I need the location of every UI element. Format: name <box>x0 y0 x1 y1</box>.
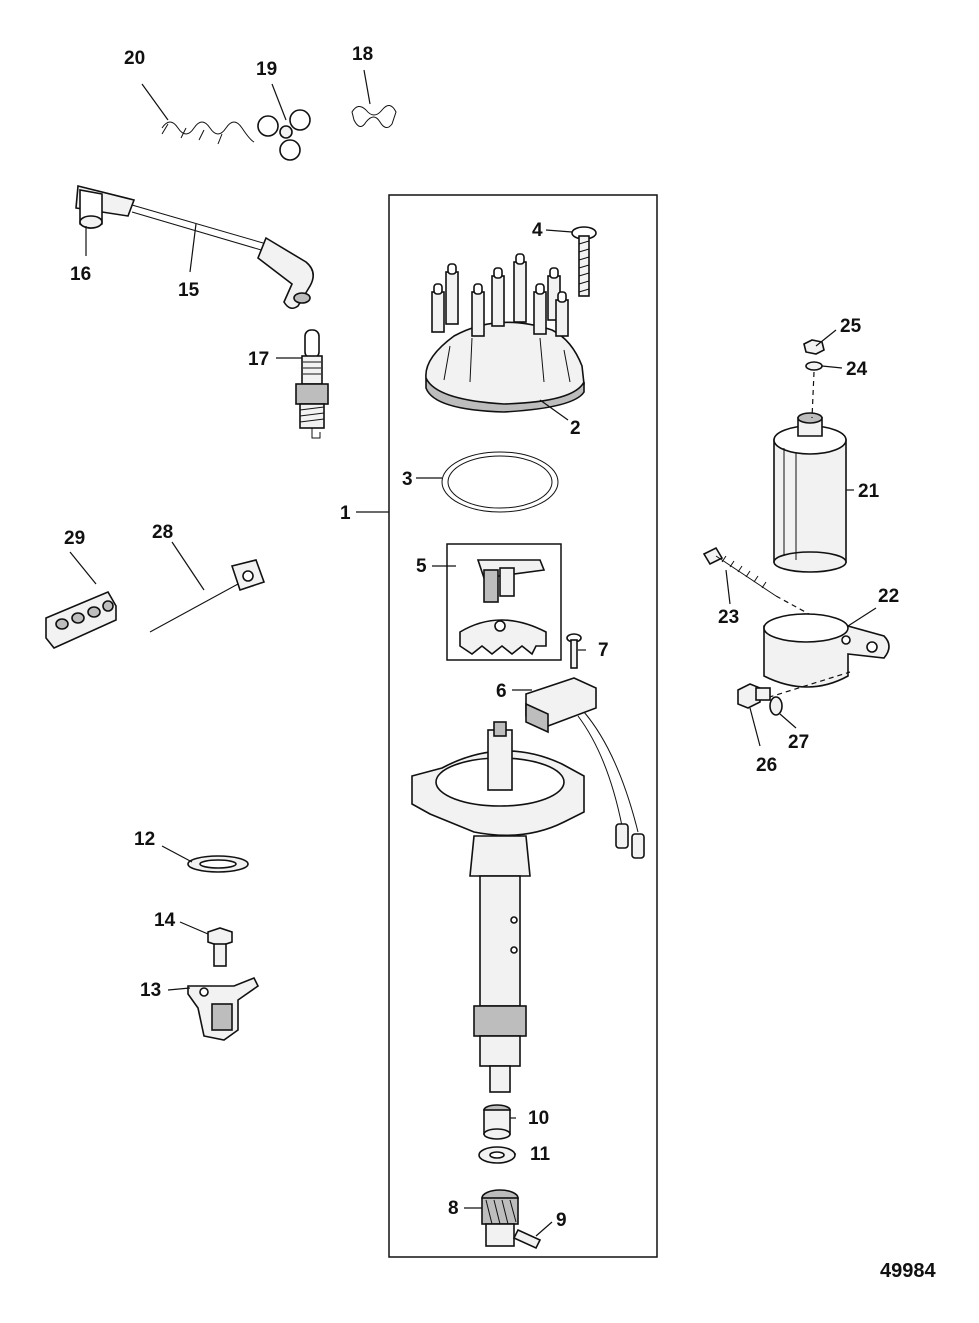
callout-7: 7 <box>598 640 609 661</box>
callout-labels: 1 2 3 4 5 6 7 8 9 10 11 12 13 14 15 16 1… <box>64 44 899 1231</box>
bolt-23 <box>702 546 777 597</box>
callout-26: 26 <box>756 755 777 776</box>
hold-down-clamp-13 <box>187 976 260 1041</box>
distributor-cap-2 <box>425 253 585 413</box>
washer-11 <box>478 1146 516 1164</box>
bolt-26 <box>737 683 771 709</box>
callout-4: 4 <box>532 220 543 241</box>
leader-lines <box>69 69 877 1237</box>
callout-20: 20 <box>124 48 145 69</box>
figure-number: 49984 <box>880 1260 936 1282</box>
spark-plug-17 <box>295 329 329 439</box>
callout-29: 29 <box>64 528 85 549</box>
wire-loom-18 <box>351 105 397 128</box>
bushing-10 <box>483 1104 511 1140</box>
washer-27 <box>769 696 783 716</box>
callout-22: 22 <box>878 586 899 607</box>
spark-plug-wire-15 <box>75 184 314 310</box>
callout-27: 27 <box>788 732 809 753</box>
callout-16: 16 <box>70 264 91 285</box>
callout-12: 12 <box>134 829 155 850</box>
wire-loom-20 <box>161 121 255 145</box>
callout-13: 13 <box>140 980 161 1001</box>
ignition-coil-21 <box>773 412 847 573</box>
callout-25: 25 <box>840 316 862 337</box>
callout-1: 1 <box>340 503 351 524</box>
callout-14: 14 <box>154 910 176 931</box>
callout-18: 18 <box>352 44 373 65</box>
callout-11: 11 <box>530 1144 551 1165</box>
callout-2: 2 <box>570 418 581 439</box>
callout-9: 9 <box>556 1210 567 1231</box>
distributor-housing <box>411 721 585 1093</box>
distributor-assembly-box <box>388 194 658 1258</box>
ignition-module-6 <box>525 677 645 859</box>
callout-24: 24 <box>846 359 868 380</box>
rotor-5 <box>459 559 547 656</box>
callout-8: 8 <box>448 1198 459 1219</box>
callout-5: 5 <box>416 556 427 577</box>
roll-pin-9 <box>512 1228 542 1250</box>
rotor-box <box>446 543 562 661</box>
coil-bracket-22 <box>763 613 890 688</box>
callout-28: 28 <box>152 522 173 543</box>
cap-screw-4 <box>571 226 597 297</box>
callout-10: 10 <box>528 1108 549 1129</box>
bolt-14 <box>207 927 233 967</box>
callout-15: 15 <box>178 280 200 301</box>
wire-loom-19 <box>257 109 311 161</box>
screw-7 <box>566 633 582 669</box>
callout-21: 21 <box>858 481 880 502</box>
callout-3: 3 <box>402 469 413 490</box>
drive-gear-8 <box>481 1189 519 1247</box>
callout-19: 19 <box>256 59 277 80</box>
callout-17: 17 <box>248 349 269 370</box>
cap-seal-3 <box>441 451 559 513</box>
callout-6: 6 <box>496 681 507 702</box>
callout-23: 23 <box>718 607 739 628</box>
stud-28 <box>149 559 266 633</box>
washer-12 <box>187 855 249 873</box>
washer-24 <box>805 361 823 371</box>
wire-bracket-29 <box>45 590 117 649</box>
